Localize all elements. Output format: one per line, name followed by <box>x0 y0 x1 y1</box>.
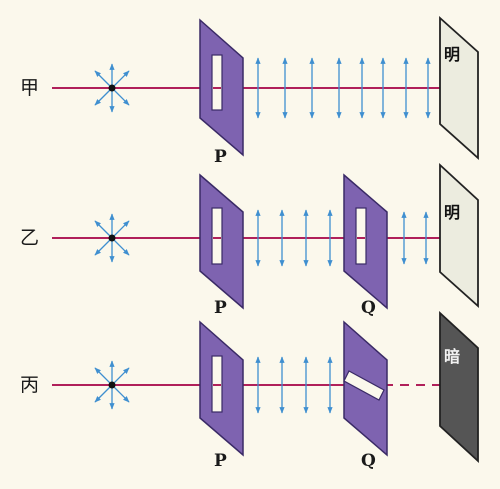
screen-text-2: 明 <box>444 203 460 222</box>
row-label-1: 甲 <box>20 77 39 99</box>
row-1: 甲 P <box>20 15 479 167</box>
row-label-3: 丙 <box>20 374 39 396</box>
polarizer-label-q-2: Q <box>361 298 376 318</box>
screen-2: 明 <box>439 162 479 309</box>
polarizer-label-q-3: Q <box>361 451 376 471</box>
screen-1: 明 <box>439 15 479 161</box>
unpolarized-light-icon <box>94 213 130 263</box>
polarizer-q-3 <box>343 320 388 457</box>
polarizer-label-p-2: P <box>214 298 227 318</box>
polarizer-p-3 <box>199 320 244 457</box>
polarizer-label-p-3: P <box>214 451 227 471</box>
row-2: 乙 P <box>20 162 479 318</box>
unpolarized-light-icon <box>94 360 130 410</box>
polarized-arrows-3 <box>255 356 333 414</box>
row-label-2: 乙 <box>20 227 39 249</box>
screen-text-3: 暗 <box>444 347 460 366</box>
polarized-arrows-2b <box>401 211 429 265</box>
polarizer-p-2 <box>199 173 244 310</box>
screen-3: 暗 <box>439 310 479 464</box>
polarizer-q-2 <box>343 173 388 310</box>
polarizer-p-1 <box>199 18 244 157</box>
polarizer-label-p-1: P <box>214 147 227 167</box>
row-3: 丙 P <box>20 310 479 471</box>
polarized-arrows-2a <box>255 209 333 267</box>
screen-text-1: 明 <box>444 45 460 64</box>
unpolarized-light-icon <box>94 63 130 113</box>
polarized-arrows-1 <box>255 57 431 119</box>
